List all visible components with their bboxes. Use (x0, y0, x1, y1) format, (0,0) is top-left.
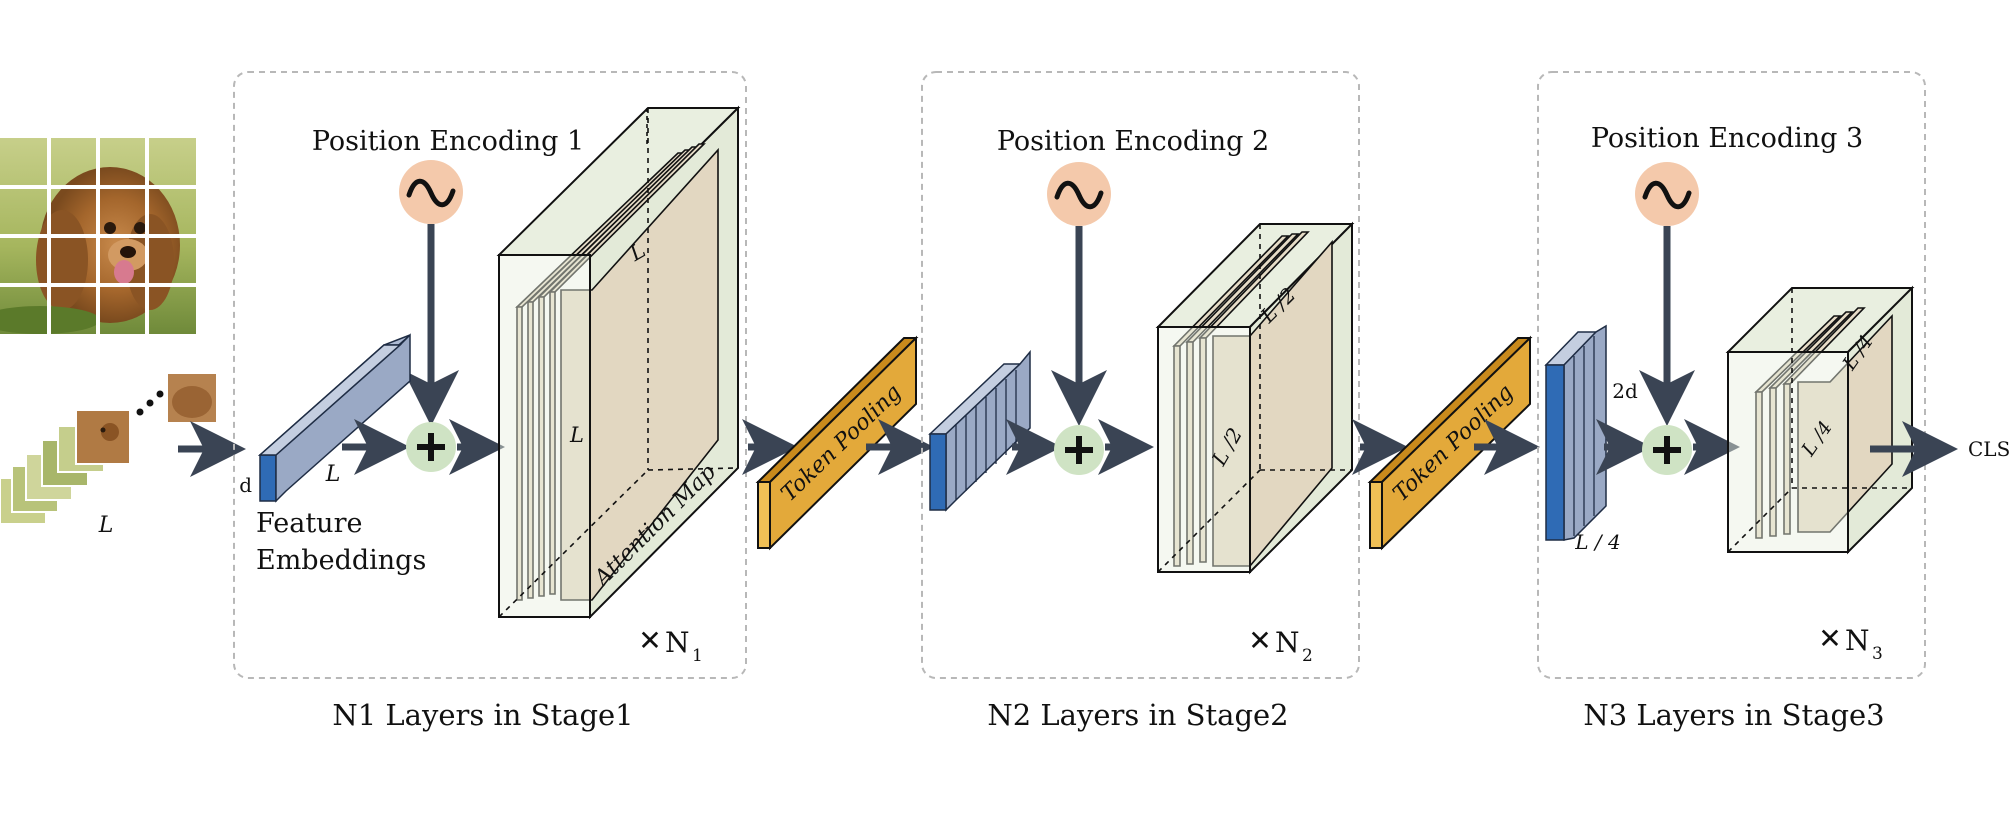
attention-map-cube-2 (1155, 221, 1355, 575)
times-icon: ✕ (638, 624, 661, 657)
times-icon: ✕ (1248, 624, 1271, 657)
stage3: Position Encoding 3 2d L / 4 (1537, 71, 1926, 732)
emb3-d-label: 2d (1612, 379, 1638, 403)
stage1-title: N1 Layers in Stage1 (332, 698, 633, 732)
stage1: Position Encoding 1 (233, 71, 747, 732)
feature-embedding-bar-2 (928, 349, 1031, 512)
ellipsis-dot (156, 390, 164, 398)
stage1-pe-label: Position Encoding 1 (312, 126, 584, 157)
stage2-repeat-n: N (1275, 626, 1300, 659)
times-icon: ✕ (1818, 622, 1841, 655)
ellipsis-dot (136, 408, 144, 416)
stage3-frame (1537, 71, 1926, 679)
feature-label-1: Feature (256, 508, 362, 539)
stage3-title: N3 Layers in Stage3 (1583, 698, 1884, 732)
input-image-grid (0, 138, 196, 334)
stage3-repeat-n: N (1845, 624, 1870, 657)
stage2-frame (921, 71, 1360, 679)
patch-count-label: L (98, 513, 114, 538)
stage3-pe-label: Position Encoding 3 (1591, 123, 1863, 154)
feature-label-2: Embeddings (256, 545, 426, 576)
token-pooling-1: Token Pooling (755, 335, 919, 551)
emb3-l-label: L / 4 (1574, 530, 1620, 554)
stage2-repeat-sub: 2 (1302, 646, 1313, 666)
pooling-2-label: Token Pooling (1389, 380, 1519, 507)
stage2: Position Encoding 2 (921, 71, 1360, 732)
ellipsis-dot (146, 399, 154, 407)
feature-embedding-bar (258, 333, 411, 503)
stage3-repeat-sub: 3 (1872, 644, 1883, 664)
emb-d-label: d (239, 473, 252, 497)
stage2-title: N2 Layers in Stage2 (987, 698, 1288, 732)
stage1-frame (233, 71, 747, 679)
token-pooling-2: Token Pooling (1367, 335, 1533, 551)
emb-l-label: L (325, 462, 341, 487)
attention-map-cube-3 (1725, 285, 1915, 555)
attention-map-cube (496, 105, 741, 620)
patch-stack: L (0, 374, 216, 538)
stage1-repeat-n: N (665, 626, 690, 659)
att-side-label: L (569, 423, 584, 447)
cls-label: CLS (1968, 437, 2010, 461)
stage1-repeat-sub: 1 (692, 646, 703, 666)
feature-embedding-bar-3 (1544, 324, 1607, 541)
stage2-pe-label: Position Encoding 2 (997, 126, 1269, 157)
